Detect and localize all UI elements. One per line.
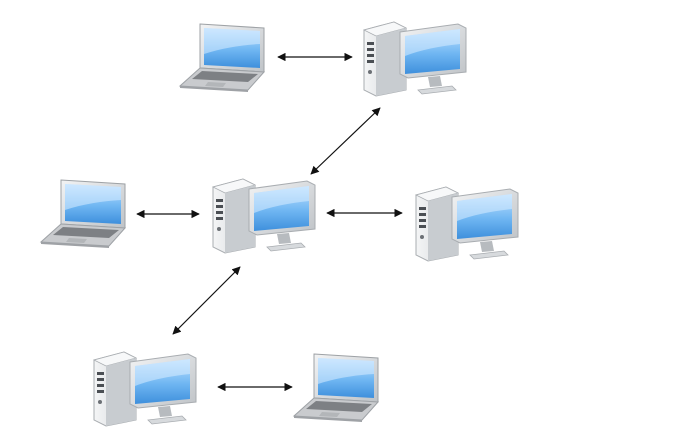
laptop-icon: [179, 23, 265, 93]
desktop-computer-icon: [415, 186, 519, 262]
desktop-bottom-node: [93, 351, 197, 427]
laptop-icon: [40, 179, 126, 249]
connections: [136, 52, 403, 392]
desktop-top-node: [363, 21, 467, 97]
desktop-computer-icon: [93, 351, 197, 427]
desktop-computer-icon: [212, 178, 316, 254]
desktop-center-node: [212, 178, 316, 254]
laptop-bottom-node: [293, 353, 379, 423]
link-desktop-center-desktop-bottom: [172, 266, 241, 335]
link-desktop-top-desktop-center: [310, 107, 381, 175]
laptop-icon: [293, 353, 379, 423]
desktop-right-node: [415, 186, 519, 262]
laptop-top-node: [179, 23, 265, 93]
desktop-computer-icon: [363, 21, 467, 97]
laptop-left-node: [40, 179, 126, 249]
